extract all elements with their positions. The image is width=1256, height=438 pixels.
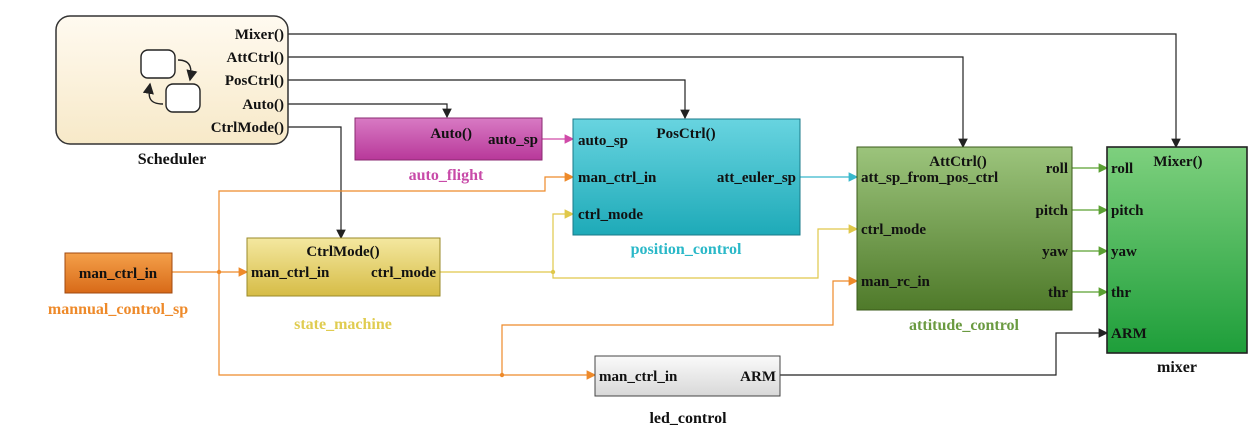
attitude-control-block[interactable]: AttCtrl() att_sp_from_pos_ctrl ctrl_mode… bbox=[856, 146, 1073, 311]
line-man-ctrl-to-pos bbox=[218, 172, 575, 272]
scheduler-label: Scheduler bbox=[138, 151, 206, 168]
auto-flight-trigger: Auto() bbox=[430, 126, 472, 142]
scheduler-port-attctrl: AttCtrl() bbox=[227, 50, 284, 66]
position-control-block[interactable]: PosCtrl() auto_sp man_ctrl_in ctrl_mode … bbox=[572, 118, 801, 236]
line-attctrl-call bbox=[288, 56, 968, 149]
attitude-control-out-pitch: pitch bbox=[1035, 203, 1068, 219]
state-machine-in-port: man_ctrl_in bbox=[251, 265, 330, 281]
line-auto-call bbox=[288, 103, 452, 119]
led-control-out-port: ARM bbox=[740, 369, 776, 385]
position-control-in-ctrl-mode: ctrl_mode bbox=[578, 207, 643, 223]
attitude-control-in-att-sp: att_sp_from_pos_ctrl bbox=[861, 170, 998, 186]
line-man-ctrl-to-att bbox=[501, 276, 859, 375]
state-machine-label: state_machine bbox=[294, 316, 392, 333]
line-ctrl-mode-to-att bbox=[552, 224, 859, 279]
state-machine-out-port: ctrl_mode bbox=[371, 265, 436, 281]
line-ctrlmode-call bbox=[288, 126, 346, 240]
mixer-block[interactable]: Mixer() roll pitch yaw thr ARM bbox=[1106, 146, 1248, 354]
junction-dot bbox=[550, 269, 556, 275]
attitude-control-in-man-rc: man_rc_in bbox=[861, 274, 931, 290]
position-control-trigger: PosCtrl() bbox=[656, 126, 715, 142]
line-ctrl-mode-to-pos bbox=[440, 209, 575, 273]
auto-flight-block[interactable]: Auto() auto_sp bbox=[354, 117, 543, 161]
mixer-in-roll: roll bbox=[1111, 161, 1133, 177]
mannual-control-sp-block[interactable]: man_ctrl_in bbox=[64, 252, 173, 294]
scheduler-port-posctrl: PosCtrl() bbox=[225, 73, 284, 89]
connections bbox=[172, 33, 1181, 380]
auto-flight-out-port: auto_sp bbox=[488, 132, 538, 148]
led-control-block[interactable]: man_ctrl_in ARM bbox=[594, 355, 781, 397]
auto-flight-label: auto_flight bbox=[409, 167, 484, 184]
line-man-ctrl-to-led bbox=[218, 272, 597, 380]
scheduler-block[interactable]: Mixer() AttCtrl() PosCtrl() Auto() CtrlM… bbox=[55, 15, 289, 145]
mixer-trigger: Mixer() bbox=[1153, 154, 1202, 170]
line-posctrl-call bbox=[288, 79, 690, 120]
position-control-out-att-euler: att_euler_sp bbox=[717, 170, 796, 186]
state-machine-block[interactable]: CtrlMode() man_ctrl_in ctrl_mode bbox=[246, 237, 441, 297]
mixer-label: mixer bbox=[1157, 359, 1197, 376]
attitude-control-out-thr: thr bbox=[1048, 285, 1068, 301]
attitude-control-in-ctrl-mode: ctrl_mode bbox=[861, 222, 926, 238]
mixer-in-yaw: yaw bbox=[1111, 244, 1137, 260]
mixer-in-thr: thr bbox=[1111, 285, 1131, 301]
state-chart-icon bbox=[140, 49, 201, 113]
mixer-in-arm: ARM bbox=[1111, 326, 1147, 342]
scheduler-port-auto: Auto() bbox=[242, 97, 284, 113]
attitude-control-trigger: AttCtrl() bbox=[929, 154, 986, 170]
scheduler-port-mixer: Mixer() bbox=[235, 27, 284, 43]
position-control-label: position_control bbox=[631, 241, 742, 258]
led-control-label: led_control bbox=[649, 410, 727, 427]
mannual-control-out-port: man_ctrl_in bbox=[79, 266, 158, 282]
mixer-in-pitch: pitch bbox=[1111, 203, 1144, 219]
junction-dot bbox=[499, 372, 505, 378]
attitude-control-label: attitude_control bbox=[909, 317, 1019, 334]
line-arm bbox=[780, 328, 1109, 376]
scheduler-port-ctrlmode: CtrlMode() bbox=[211, 120, 284, 136]
state-machine-trigger: CtrlMode() bbox=[306, 244, 379, 260]
line-mixer-call bbox=[288, 33, 1181, 149]
position-control-in-auto-sp: auto_sp bbox=[578, 133, 628, 149]
attitude-control-out-roll: roll bbox=[1046, 161, 1068, 177]
mannual-control-sp-label: mannual_control_sp bbox=[48, 301, 188, 318]
junction-dot bbox=[216, 269, 222, 275]
position-control-in-man-ctrl: man_ctrl_in bbox=[578, 170, 657, 186]
led-control-in-port: man_ctrl_in bbox=[599, 369, 678, 385]
attitude-control-out-yaw: yaw bbox=[1042, 244, 1068, 260]
